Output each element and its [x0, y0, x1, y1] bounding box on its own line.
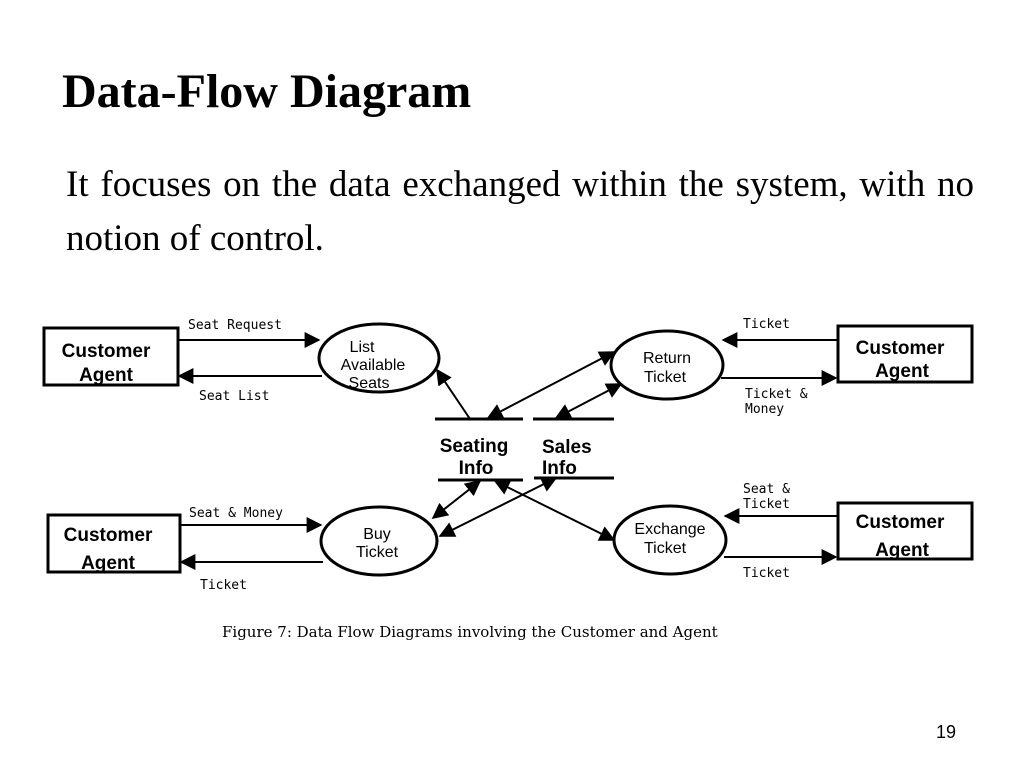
flow-label-ticket: Ticket: [743, 566, 790, 581]
flow-label-ticket: Ticket: [743, 317, 790, 332]
customer-agent-box-bottom-right: Customer Agent: [836, 501, 974, 561]
flow-label-ticket-money: Ticket &: [745, 387, 808, 402]
agent-label-line2: Agent: [79, 365, 134, 386]
process-list-available-seats: List Available Seats: [317, 322, 441, 394]
flow-label-ticket: Ticket: [200, 578, 247, 593]
datastore-label: Sales: [542, 437, 592, 458]
process-return-ticket: Return Ticket: [609, 329, 725, 401]
process-label: Return: [643, 350, 691, 367]
datastore-label: Info: [542, 458, 577, 479]
process-label: Ticket: [644, 369, 687, 386]
flow-arrows: [177, 332, 838, 570]
customer-agent-box-top-left: Customer Agent: [42, 326, 180, 387]
flow-label-seat-list: Seat List: [199, 389, 269, 404]
datastore-label: Info: [459, 458, 494, 479]
flow-label-seat-ticket: Ticket: [743, 497, 790, 512]
customer-agent-box-top-right: Customer Agent: [836, 324, 974, 384]
agent-label-line2: Agent: [875, 540, 930, 561]
process-label: Buy: [363, 526, 391, 543]
process-label: Ticket: [356, 544, 399, 561]
datastore-seating-info: Seating Info: [435, 417, 523, 482]
slide-body-text: It focuses on the data exchanged within …: [66, 164, 974, 259]
agent-label-line2: Agent: [81, 553, 136, 574]
datastore-label: Seating: [440, 436, 509, 457]
slide-title: Data-Flow Diagram: [62, 65, 472, 118]
process-label: List: [350, 339, 375, 356]
process-label: Exchange: [634, 521, 705, 538]
process-label: Ticket: [644, 540, 687, 557]
process-exchange-ticket: Exchange Ticket: [612, 504, 728, 576]
customer-agent-box-bottom-left: Customer Agent: [46, 513, 182, 574]
agent-label-line1: Customer: [64, 525, 153, 546]
agent-label-line1: Customer: [62, 341, 151, 362]
flow-label-seat-request: Seat Request: [188, 318, 282, 333]
process-label: Available: [341, 357, 406, 374]
flow-label-seat-money: Seat & Money: [189, 506, 283, 521]
data-flow-diagram: Customer Agent Customer Agent Customer A…: [42, 317, 974, 641]
agent-label-line2: Agent: [875, 361, 930, 382]
flow-label-seat-ticket: Seat &: [743, 482, 790, 497]
agent-label-line1: Customer: [856, 338, 945, 359]
agent-label-line1: Customer: [856, 512, 945, 533]
process-label: Seats: [349, 375, 390, 392]
flow-label-ticket-money: Money: [745, 402, 784, 417]
datastore-sales-info: Sales Info: [533, 417, 614, 480]
process-buy-ticket: Buy Ticket: [319, 505, 439, 577]
slide-number: 19: [936, 722, 957, 742]
figure-caption: Figure 7: Data Flow Diagrams involving t…: [222, 623, 718, 641]
